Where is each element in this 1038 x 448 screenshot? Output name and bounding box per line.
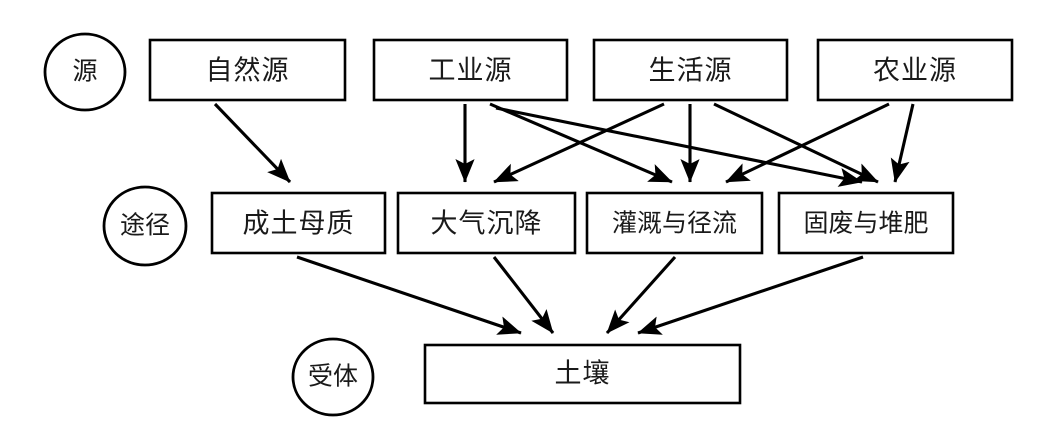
parent-material-box[interactable] [210,191,387,255]
edge-parent-material-to-soil [296,255,522,335]
atmospheric-deposition-box[interactable] [396,191,577,255]
tier-label-source: 源 [43,32,127,112]
solid-waste-compost-label: 固废与堆肥 [803,209,928,238]
node-parent-material[interactable]: 成土母质 [210,191,387,255]
source-tier-text: 源 [72,57,97,86]
edge-atmospheric-to-soil [492,256,555,334]
edge-irrigation-to-soil [605,255,677,335]
tier-label-receptor: 受体 [291,337,375,417]
soil-label: 土壤 [555,359,611,390]
domestic-source-label: 生活源 [649,56,733,87]
node-atmospheric-deposition[interactable]: 大气沉降 [396,191,577,255]
solid-waste-compost-box[interactable] [777,191,955,255]
node-solid-waste-compost[interactable]: 固废与堆肥 [777,191,955,255]
atmospheric-deposition-label: 大气沉降 [431,209,543,240]
irrigation-runoff-label: 灌溉与径流 [612,209,737,238]
node-industrial-source[interactable]: 工业源 [372,38,569,102]
parent-material-label: 成土母质 [243,209,355,240]
edge-domestic-to-solid-waste [713,102,879,184]
soil-box[interactable] [423,343,742,405]
receptor-tier-text: 受体 [308,362,358,391]
tier-label-pathway: 途径 [102,185,188,267]
industrial-source-label: 工业源 [429,56,513,87]
agricultural-source-box[interactable] [816,38,1014,102]
natural-source-box[interactable] [148,38,347,102]
receptor-tier-circle [291,337,375,417]
domestic-source-box[interactable] [592,38,789,102]
source-tier-circle [43,32,127,112]
pathway-tier-circle [102,185,188,267]
edge-agricultural-to-solid-waste [890,103,915,183]
edge-solid-waste-to-soil [637,255,864,335]
natural-source-label: 自然源 [206,56,290,87]
edge-industrial-to-solid-waste [495,106,863,187]
edge-agricultural-to-irrigation [725,102,890,184]
pathway-tier-text: 途径 [120,211,170,240]
node-irrigation-runoff[interactable]: 灌溉与径流 [585,191,764,255]
irrigation-runoff-box[interactable] [585,191,764,255]
node-natural-source[interactable]: 自然源 [148,38,347,102]
edge-domestic-to-atmospheric [493,102,665,184]
node-soil[interactable]: 土壤 [423,343,742,405]
industrial-source-box[interactable] [372,38,569,102]
agricultural-source-label: 农业源 [873,56,957,87]
node-domestic-source[interactable]: 生活源 [592,38,789,102]
edge-natural-to-parent-material [213,102,292,184]
node-agricultural-source[interactable]: 农业源 [816,38,1014,102]
